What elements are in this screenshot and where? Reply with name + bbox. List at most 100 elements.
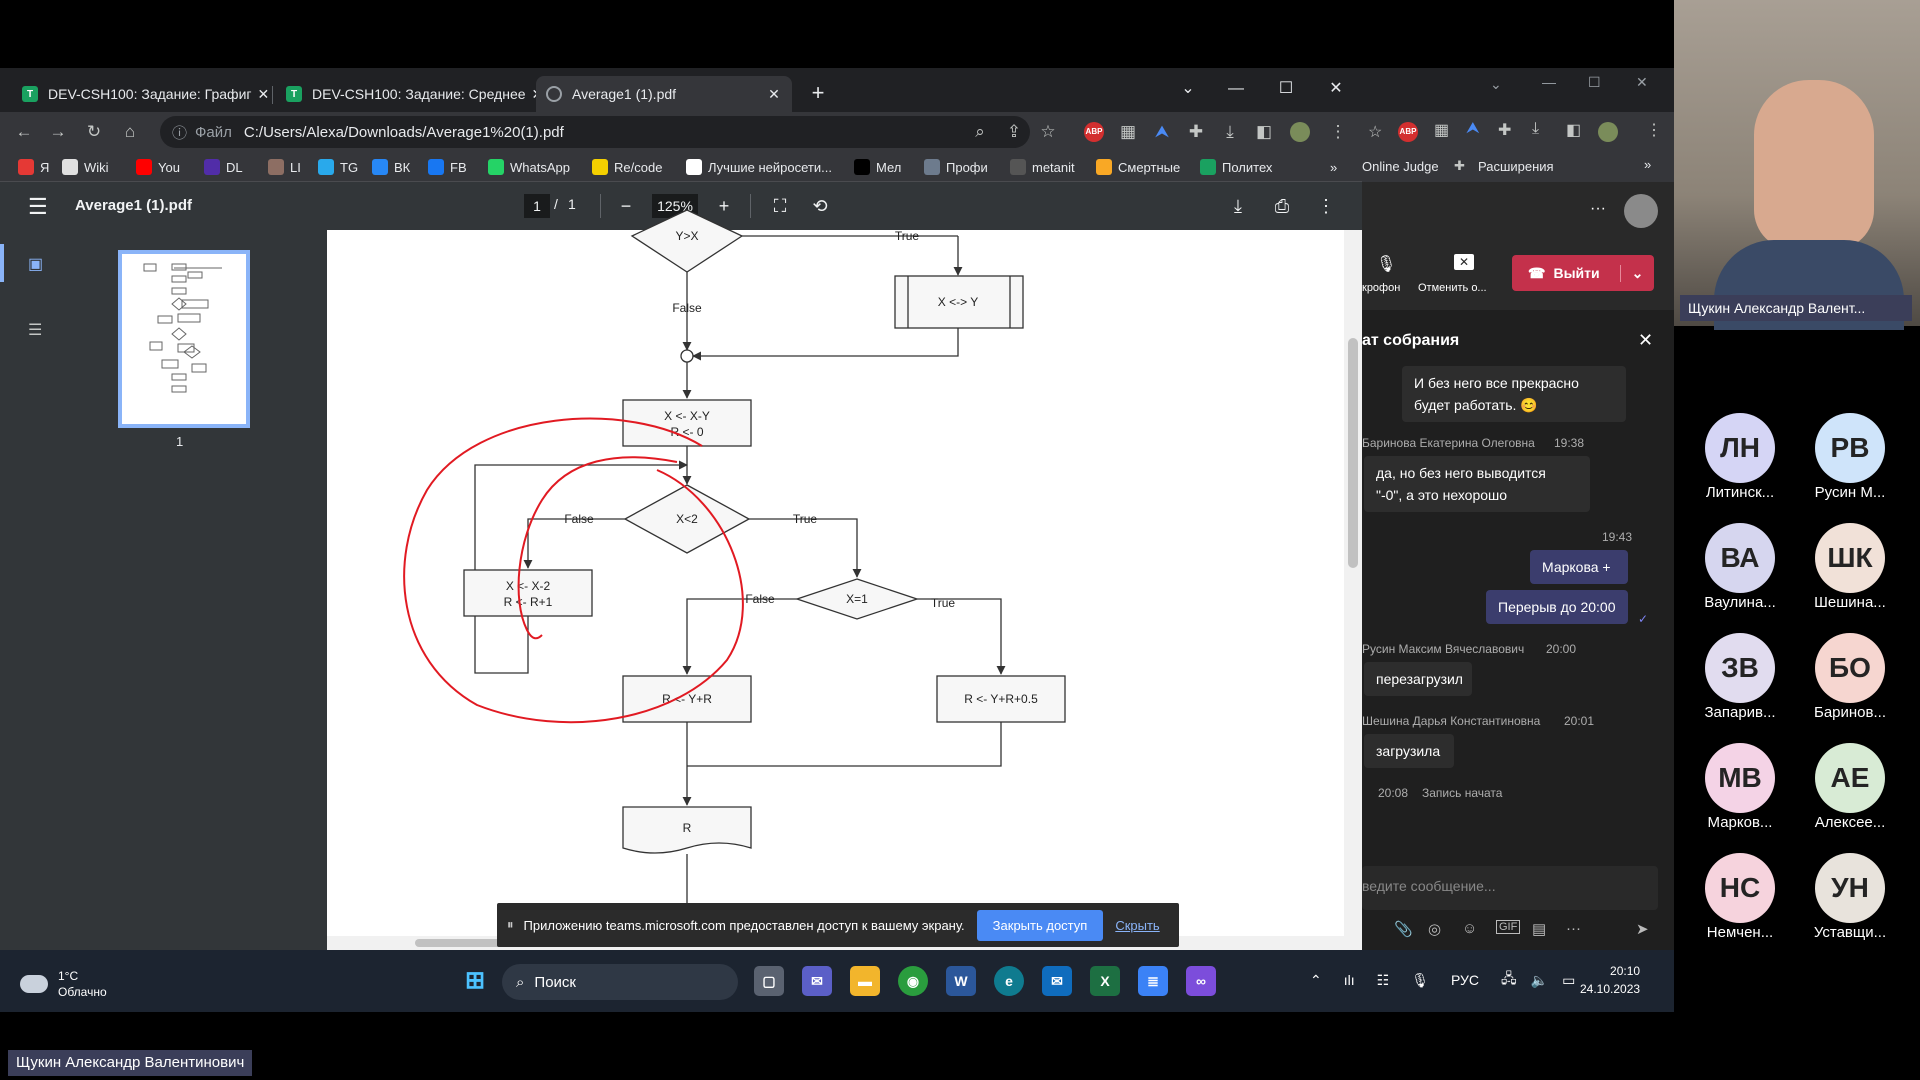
bookmark-item[interactable]: Wiki [62,158,109,176]
download-icon[interactable]: ⤓ [1226,122,1234,141]
avatar[interactable] [1624,194,1658,228]
profile-avatar[interactable] [1598,122,1618,142]
maximize-button[interactable]: ☐ [1588,74,1601,90]
side-panel-icon[interactable]: ◧ [1566,122,1582,139]
info-icon[interactable]: ⓘ [172,124,188,142]
bookmark-item[interactable]: Я [18,158,49,176]
fit-page-icon[interactable]: ⛶ [773,196,787,216]
excel-icon[interactable]: X [1090,966,1120,996]
bookmark-extensions[interactable]: Расширения [1478,159,1554,174]
bookmark-item[interactable]: LI [268,158,301,176]
language-indicator[interactable]: РУС [1450,972,1480,988]
forward-icon[interactable]: → [49,122,67,141]
word-icon[interactable]: W [946,966,976,996]
participant-avatar[interactable]: АЕ [1815,743,1885,813]
stop-sharing-button[interactable]: Закрыть доступ [976,909,1104,941]
scroll-thumb[interactable] [1348,338,1358,568]
bookmark-item[interactable]: Лучшие нейросети... [686,158,832,176]
close-icon[interactable]: ✕ [257,85,270,102]
chevron-right-icon[interactable]: » [1644,157,1652,172]
more-icon[interactable]: ··· [1566,920,1581,937]
bookmark-item[interactable]: metanit [1010,158,1075,176]
notepad-icon[interactable]: ≣ [1138,966,1168,996]
participant-avatar[interactable]: БО [1815,633,1885,703]
attach-icon[interactable]: 📎 [1394,921,1413,938]
participant-avatar[interactable]: ШК [1815,523,1885,593]
back-icon[interactable]: ← [15,122,33,141]
microphone-icon[interactable]: 🎙 [1376,256,1397,273]
kebab-menu-icon[interactable]: ⋮ [1329,122,1347,141]
close-window-button[interactable]: ✕ [1329,80,1343,97]
zoom-icon[interactable]: ⌕ [975,122,985,141]
page-thumbnail[interactable] [118,250,250,428]
send-icon[interactable]: ➤ [1636,921,1649,938]
extension-arrow-icon[interactable]: ⮝ [1466,120,1480,137]
mail-icon[interactable]: ✉ [1042,966,1072,996]
participant-avatar[interactable]: НС [1705,853,1775,923]
windows-start-icon[interactable]: ⊞ [464,967,486,994]
edge-icon[interactable]: e [994,966,1024,996]
volume-icon[interactable]: 🔈 [1530,971,1549,988]
star-icon[interactable]: ☆ [1368,124,1383,141]
gif-icon[interactable]: GIF [1496,920,1521,934]
chat-input[interactable]: ведите сообщение... [1362,866,1658,910]
file-explorer-icon[interactable]: ▬ [850,966,880,996]
rotate-icon[interactable]: ⟲ [812,196,828,216]
extensions-puzzle-icon[interactable]: ✚ [1498,122,1512,139]
hide-link[interactable]: Скрыть [1115,917,1160,933]
outline-icon[interactable]: ☰ [28,322,43,339]
bookmark-item[interactable]: DL [204,158,243,176]
emoji-icon[interactable]: ☺ [1462,920,1478,937]
bookmark-item[interactable]: FB [428,158,467,176]
participant-avatar[interactable]: УН [1815,853,1885,923]
pdf-download-icon[interactable]: ⤓ [1234,196,1242,216]
bookmark-item[interactable]: WhatsApp [488,158,570,176]
clock[interactable]: 20:10 24.10.2023 [1580,962,1640,998]
address-bar[interactable]: ⓘ Файл C:/Users/Alexa/Downloads/Average1… [160,116,1030,148]
minimize-button[interactable]: — [1542,74,1556,90]
chevron-down-icon[interactable]: ⌄ [1490,76,1502,92]
participant-avatar[interactable]: МВ [1705,743,1775,813]
adblock-icon[interactable]: ABP [1084,122,1104,142]
home-icon[interactable]: ⌂ [124,122,136,141]
battery-icon[interactable]: ▭ [1562,971,1576,988]
profile-avatar[interactable] [1290,122,1310,142]
settings-icon[interactable]: ☷ [1376,971,1390,988]
maximize-button[interactable]: ☐ [1278,80,1294,97]
participant-avatar[interactable]: ЛН [1705,413,1775,483]
extension-translate-icon[interactable]: ▦ [1434,122,1450,139]
zoom-out-icon[interactable]: − [620,196,632,216]
participant-avatar[interactable]: ВА [1705,523,1775,593]
pdf-more-icon[interactable]: ⋮ [1317,196,1335,216]
hamburger-menu-icon[interactable]: ☰ [28,194,48,219]
close-window-button[interactable]: ✕ [1636,74,1648,90]
tab-3-active[interactable]: Average1 (1).pdf ✕ [536,76,792,112]
bookmark-item[interactable]: Профи [924,158,988,176]
network-icon[interactable]: 🖧 [1501,970,1517,986]
loop-icon[interactable]: ◎ [1428,921,1442,938]
bookmark-item[interactable]: Мел [854,158,901,176]
bookmark-online-judge[interactable]: Online Judge [1362,159,1439,174]
share-icon[interactable]: ⇪ [1006,122,1022,141]
thumbnails-icon[interactable]: ▣ [28,256,44,273]
chevron-down-icon[interactable]: ⌄ [1620,264,1654,282]
adblock-icon[interactable]: ABP [1398,122,1418,142]
extensions-puzzle-icon[interactable]: ✚ [1188,122,1204,141]
star-icon[interactable]: ☆ [1040,122,1056,141]
download-icon[interactable]: ⤓ [1532,120,1540,137]
weather-widget[interactable]: 1°C Облачно [20,968,107,1000]
print-icon[interactable]: ⎙ [1274,196,1290,216]
new-tab-button[interactable]: + [811,80,825,105]
visual-studio-icon[interactable]: ∞ [1186,966,1216,996]
more-icon[interactable]: ··· [1590,200,1606,217]
extension-arrow-icon[interactable]: ⮝ [1154,122,1170,141]
stop-share-icon[interactable]: ✕ [1454,254,1474,270]
bookmark-item[interactable]: ВК [372,158,410,176]
chevron-up-icon[interactable]: ⌃ [1310,971,1322,988]
sticker-icon[interactable]: ▤ [1532,921,1547,938]
zoom-in-icon[interactable]: + [718,196,730,216]
taskbar-search[interactable]: ⌕ Поиск [502,964,738,1000]
tab-1[interactable]: T DEV-CSH100: Задание: Графиг ✕ [12,76,270,112]
bookmark-item[interactable]: You [136,158,180,176]
microphone-icon[interactable]: 🎙 [1411,971,1429,988]
